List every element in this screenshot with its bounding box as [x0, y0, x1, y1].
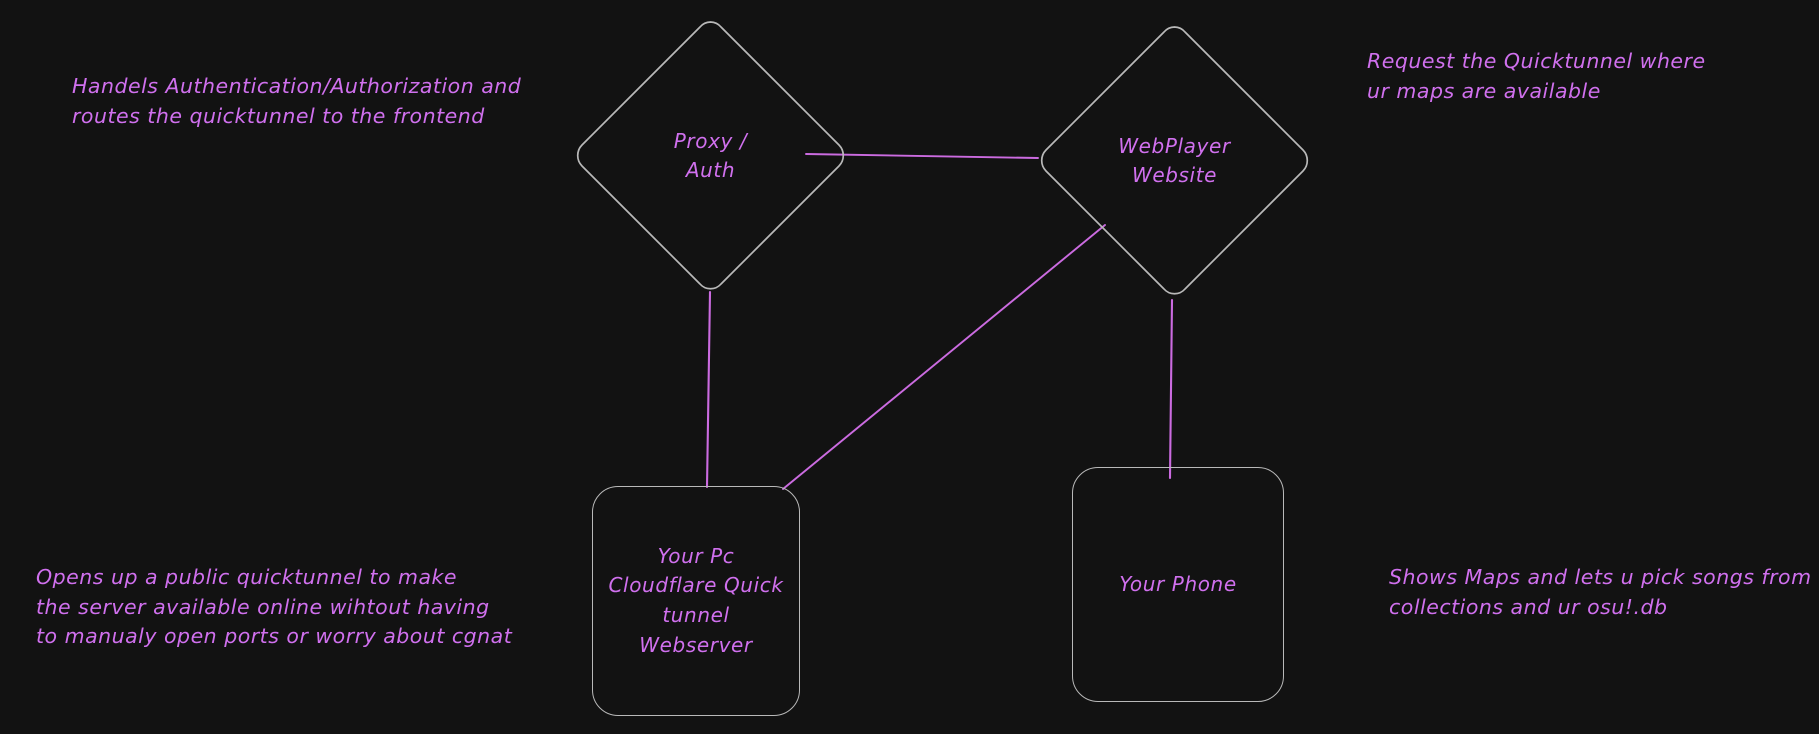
- node-proxy-auth[interactable]: Proxy / Auth: [573, 18, 848, 293]
- node-proxy-auth-label: Proxy / Auth: [673, 128, 748, 182]
- edge-proxy-to-your-pc: [705, 290, 712, 489]
- webplayer-diamond-shape: [1040, 26, 1309, 295]
- note-your-phone: Shows Maps and lets u pick songs from co…: [1389, 565, 1812, 619]
- note-your-pc: Opens up a public quicktunnel to make th…: [36, 565, 513, 649]
- node-webplayer-label: WebPlayer Website: [1118, 133, 1231, 187]
- note-webplayer: Request the Quicktunnel where ur maps ar…: [1367, 49, 1706, 103]
- node-your-phone-label: Your Phone: [1119, 571, 1237, 596]
- edge-webplayer-to-your-phone: [1168, 298, 1174, 480]
- node-your-phone[interactable]: Your Phone: [1072, 467, 1284, 702]
- node-webplayer[interactable]: WebPlayer Website: [1037, 23, 1312, 298]
- note-proxy-auth: Handels Authentication/Authorization and…: [72, 74, 522, 128]
- node-your-pc-label: Your Pc Cloudflare Quick tunnel Webserve…: [608, 543, 784, 657]
- node-your-pc[interactable]: Your Pc Cloudflare Quick tunnel Webserve…: [592, 486, 800, 716]
- proxy-auth-diamond-shape: [576, 21, 845, 290]
